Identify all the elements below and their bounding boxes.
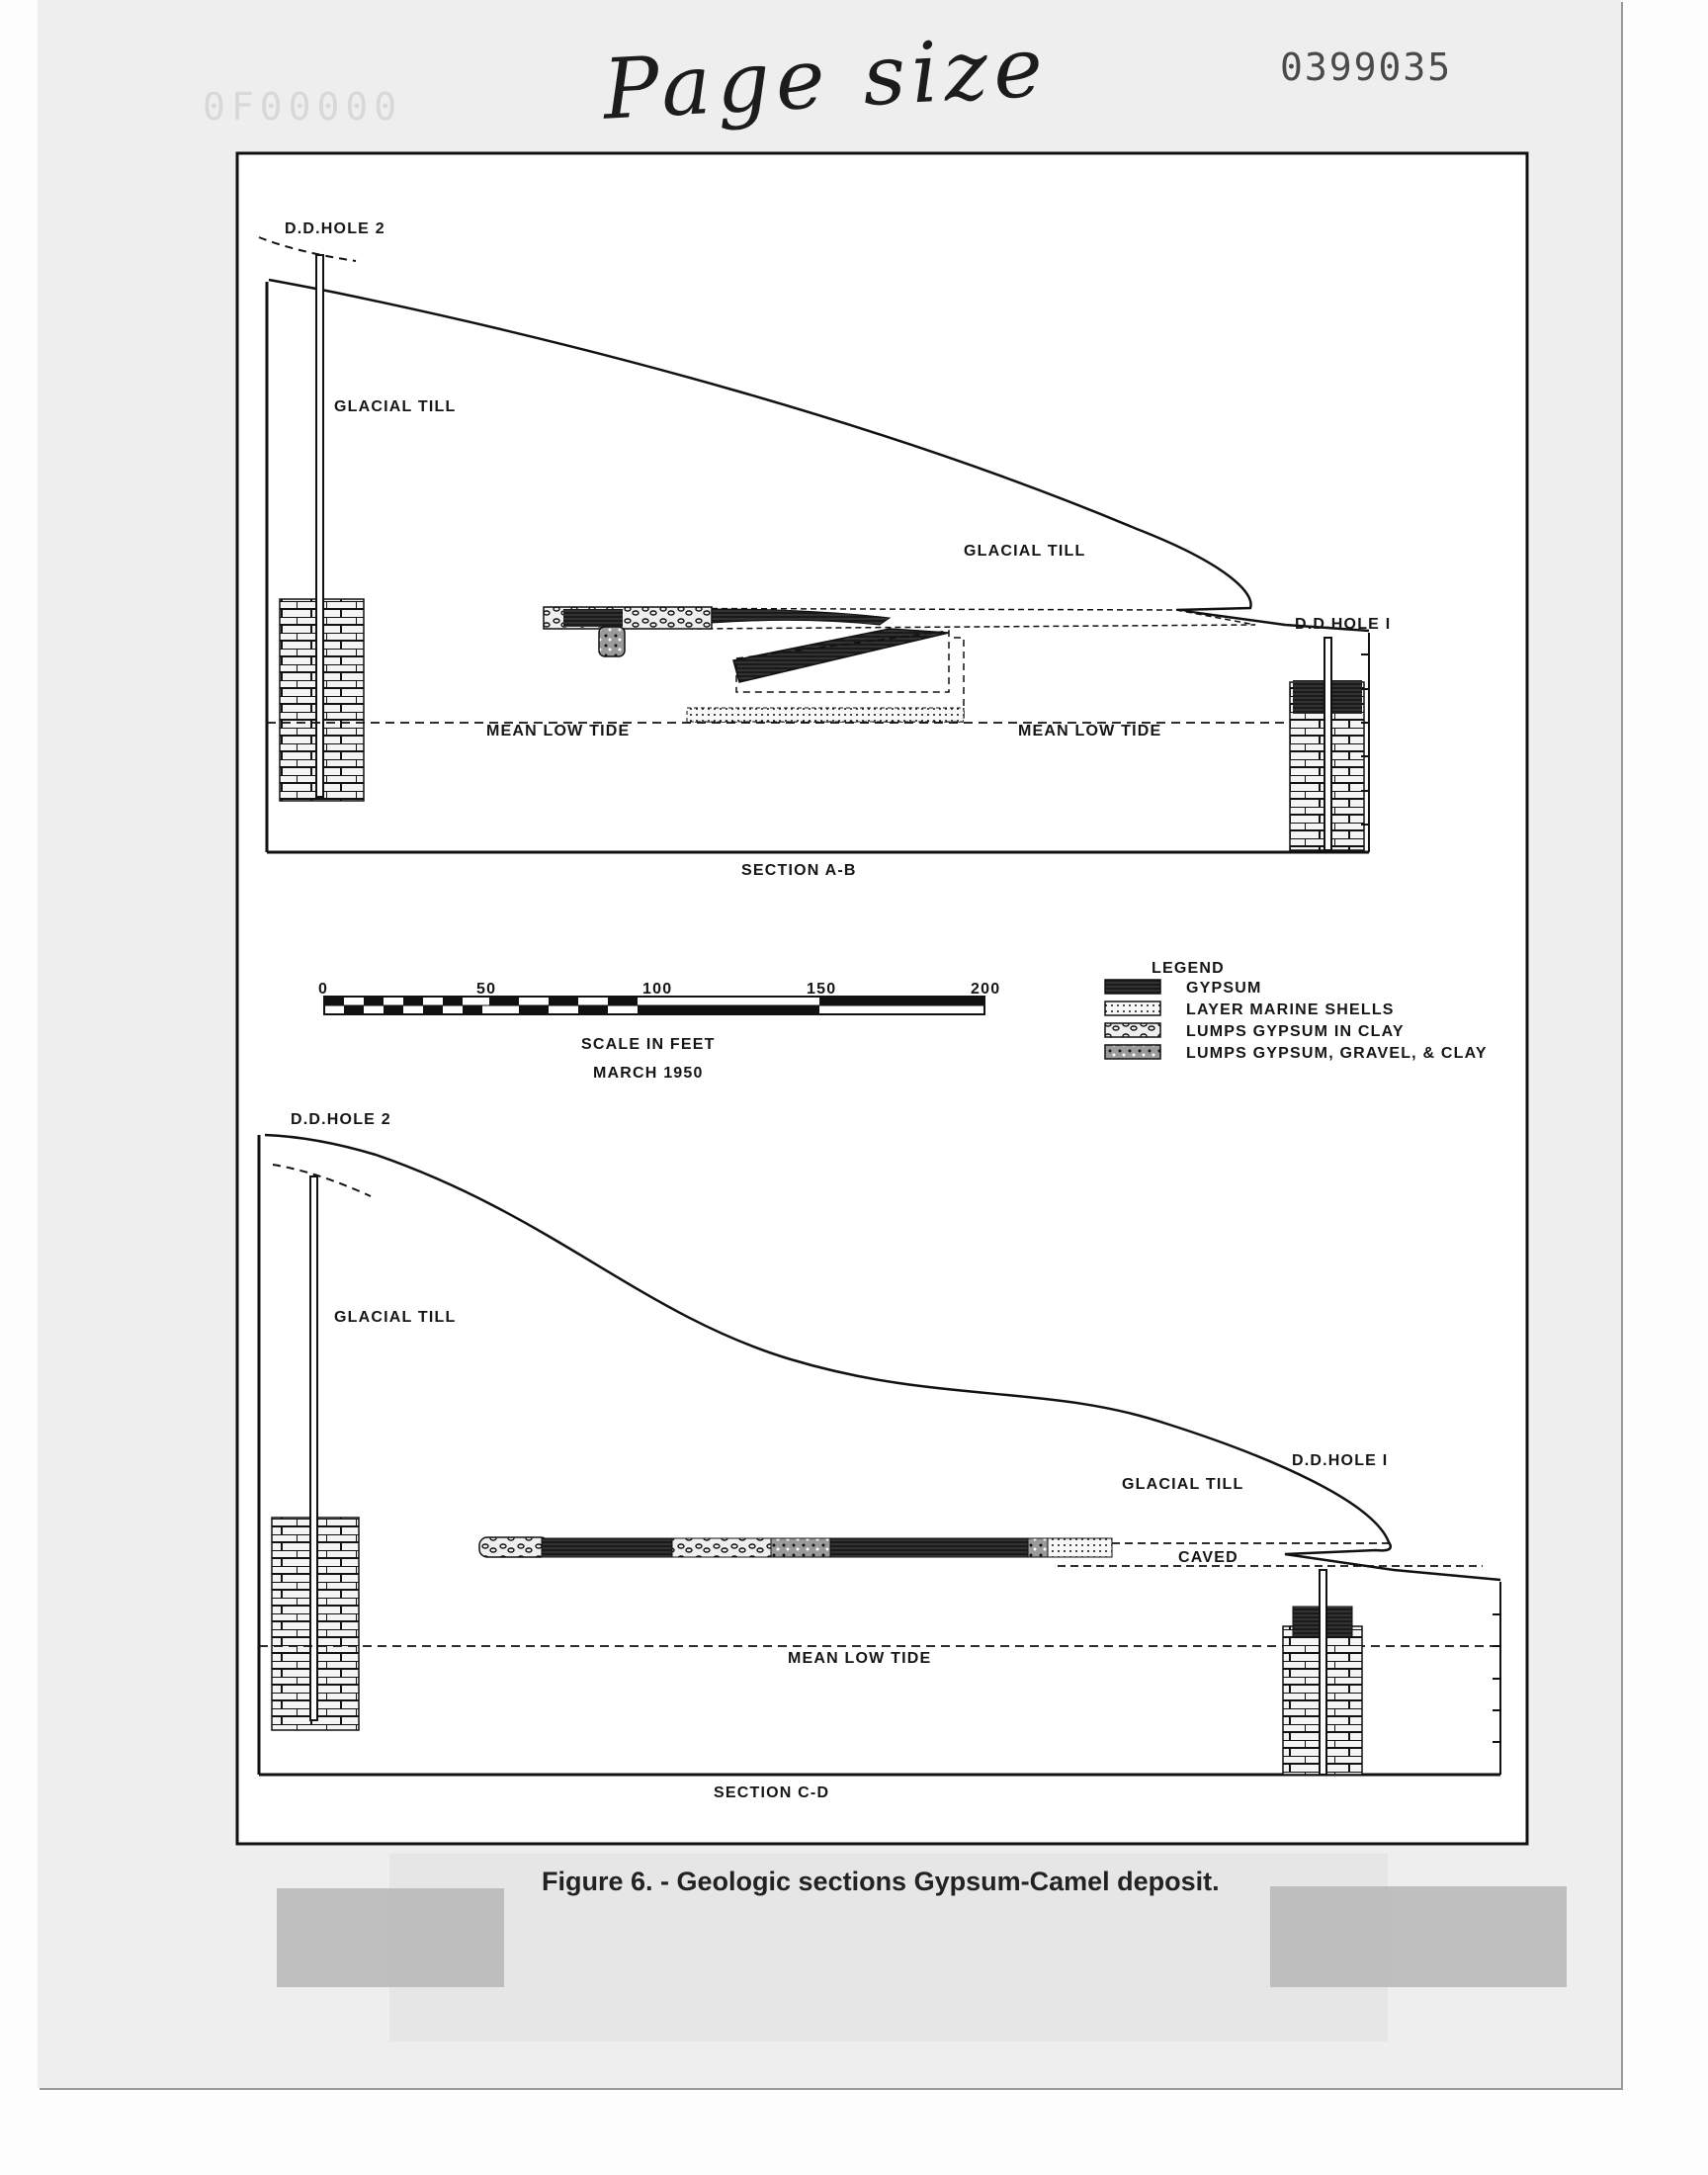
scale-tick-150: 150 <box>807 981 836 998</box>
ab-hole2-drill-column <box>315 254 324 798</box>
legend-swatch-gypsum <box>1104 979 1161 995</box>
legend-label-gypsum: GYPSUM <box>1186 980 1262 997</box>
cd-gravel-clay <box>770 1537 831 1558</box>
ab-marine-shells-layer <box>686 707 965 723</box>
legend-label-lumps-clay: LUMPS GYPSUM IN CLAY <box>1186 1023 1405 1040</box>
section-ab: D.D.HOLE 2 D.D.HOLE I GLACIAL TILL GLACI… <box>258 220 1391 879</box>
cd-glacial-till-label-2: GLACIAL TILL <box>1122 1476 1243 1493</box>
ab-hole2-surface-dash <box>258 236 357 262</box>
figure-caption: Figure 6. - Geologic sections Gypsum-Cam… <box>542 1867 1220 1896</box>
cd-hole2-label: D.D.HOLE 2 <box>291 1111 391 1128</box>
legend-swatch-gravel-clay <box>1104 1044 1161 1060</box>
legend-title: LEGEND <box>1152 960 1225 977</box>
ab-hole1-label: D.D.HOLE I <box>1295 616 1391 633</box>
legend-label-gravel-clay: LUMPS GYPSUM, GRAVEL, & CLAY <box>1186 1045 1488 1062</box>
scale-date: MARCH 1950 <box>593 1065 704 1082</box>
scale-tick-200: 200 <box>971 981 1000 998</box>
ab-tide-label-2: MEAN LOW TIDE <box>1018 723 1161 740</box>
scale-tick-100: 100 <box>642 981 672 998</box>
legend-swatch-marine-shells <box>1104 1000 1161 1016</box>
scale-tick-0: 0 <box>318 981 328 998</box>
legend: LEGEND GYPSUM LAYER MARINE SHELLS LUMPS … <box>1104 960 1488 1062</box>
cd-hole2-surface-dash <box>272 1164 372 1197</box>
ab-glacial-till-label-2: GLACIAL TILL <box>964 543 1085 560</box>
ab-caved-zone <box>735 630 950 693</box>
legend-swatch-lumps-clay <box>1104 1022 1161 1038</box>
cd-hole1-label: D.D.HOLE I <box>1292 1452 1388 1469</box>
faint-stamp-number: 0F00000 <box>203 85 403 129</box>
cd-hole1-drill-column <box>1319 1569 1327 1776</box>
section-cd: D.D.HOLE 2 D.D.HOLE I GLACIAL TILL GLACI… <box>257 1111 1501 1801</box>
cd-section-title: SECTION C-D <box>714 1784 829 1801</box>
scale-label: SCALE IN FEET <box>581 1036 716 1053</box>
ab-hole2-label: D.D.HOLE 2 <box>285 220 385 237</box>
scale-tick-50: 50 <box>476 981 496 998</box>
ab-gypsum-lens <box>563 609 623 627</box>
tape-strip-right <box>1270 1886 1567 1987</box>
ab-gypsum-seam <box>711 608 892 626</box>
cd-lumps-clay-left <box>478 1536 550 1558</box>
cd-marine-shells <box>1047 1537 1113 1558</box>
cd-hole2-drill-column <box>309 1175 318 1721</box>
cd-ground-profile <box>264 1133 1501 1582</box>
cd-caved-outline <box>1058 1542 1483 1567</box>
legend-label-marine-shells: LAYER MARINE SHELLS <box>1186 1001 1395 1018</box>
ab-tide-label-1: MEAN LOW TIDE <box>486 723 630 740</box>
scale-bar: 0 50 100 150 200 SCALE IN FEET MARCH 195… <box>318 981 1000 1082</box>
ab-hole1-drill-column <box>1324 637 1332 851</box>
cd-glacial-till-label-1: GLACIAL TILL <box>334 1309 456 1326</box>
ab-ground-profile <box>268 278 1370 633</box>
page-number: 0399035 <box>1280 45 1453 89</box>
ab-gypsum-pod <box>598 626 626 657</box>
cd-tide-label: MEAN LOW TIDE <box>788 1650 931 1667</box>
cd-gypsum-band-2 <box>829 1537 1029 1558</box>
cd-gypsum-band-1 <box>541 1537 678 1558</box>
tape-strip-left <box>277 1888 504 1987</box>
cd-lumps-clay-mid <box>671 1537 772 1558</box>
caption-panel <box>389 1854 1388 2042</box>
ab-section-title: SECTION A-B <box>741 862 857 879</box>
cd-caved-label: CAVED <box>1178 1549 1238 1566</box>
ab-glacial-till-label-1: GLACIAL TILL <box>334 398 456 415</box>
